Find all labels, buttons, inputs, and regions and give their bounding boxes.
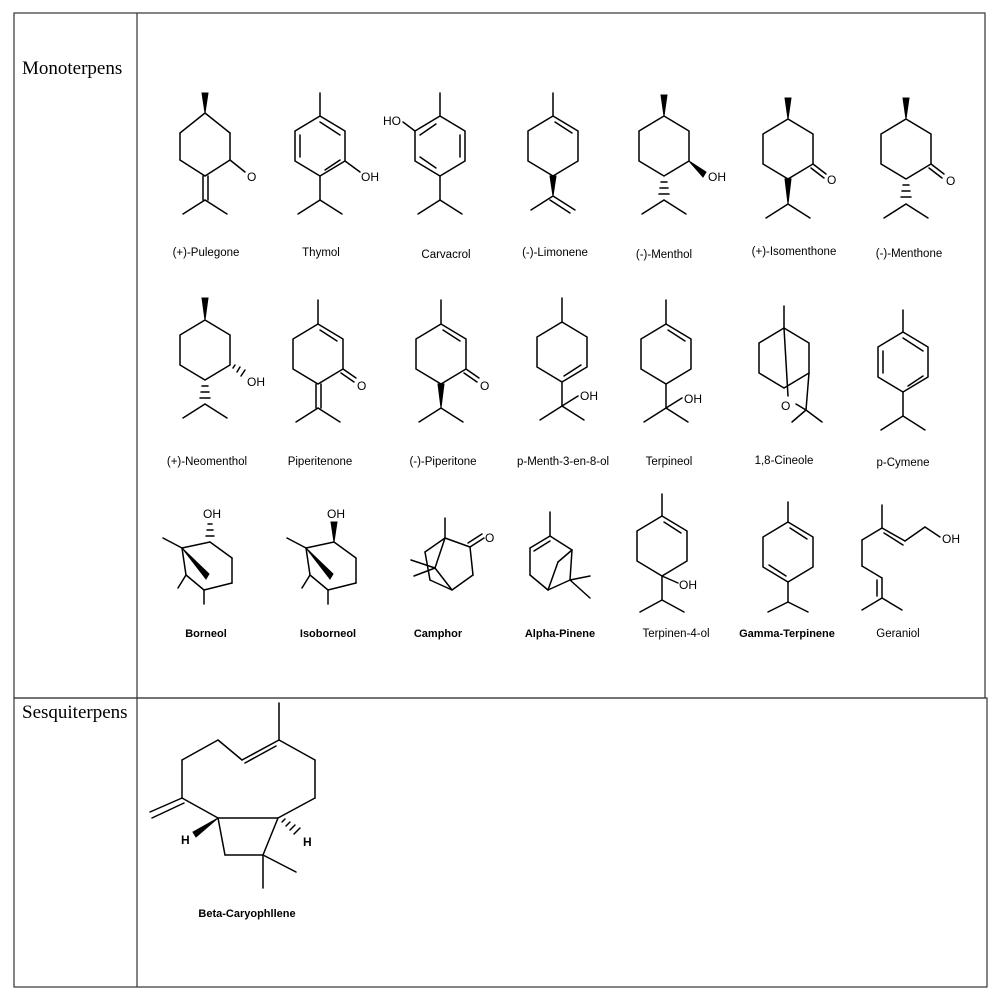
label-geraniol: Geraniol: [876, 628, 920, 640]
label-terpineol: Terpineol: [645, 456, 693, 468]
svg-text:OH: OH: [708, 170, 726, 184]
label-gammaterpinene: Gamma-Terpinene: [739, 628, 835, 640]
svg-text:OH: OH: [942, 532, 960, 546]
category-monoterpens: Monoterpens: [22, 58, 123, 79]
label-limonene: (-)-Limonene: [522, 247, 588, 259]
svg-text:OH: OH: [327, 507, 345, 521]
label-cymene: p-Cymene: [876, 457, 930, 469]
label-thymol: Thymol: [302, 247, 340, 259]
borneol-structure: OH: [162, 507, 233, 605]
label-pulegone: (+)-Pulegone: [172, 247, 240, 259]
label-isoborneol: Isoborneol: [299, 628, 357, 640]
svg-text:H: H: [303, 835, 312, 849]
svg-text:OH: OH: [361, 170, 379, 184]
cymene-structure: [877, 309, 929, 431]
thymol-structure: OH: [294, 92, 379, 215]
terpinen4ol-structure: OH: [636, 493, 697, 613]
isoborneol-structure: OH: [286, 507, 357, 605]
label-borneol: Borneol: [185, 628, 227, 640]
svg-text:O: O: [485, 531, 494, 545]
svg-text:H: H: [181, 833, 190, 847]
pmenthenol-structure: OH: [536, 297, 598, 421]
carvacrol-structure: HO: [383, 92, 466, 215]
label-menthol: (-)-Menthol: [635, 249, 693, 261]
neomenthol-structure: OH: [179, 297, 265, 419]
label-caryophyllene: Beta-Caryophllene: [198, 908, 296, 920]
category-sesquiterpens: Sesquiterpens: [22, 702, 128, 723]
label-terpinen4ol: Terpinen-4-ol: [642, 628, 710, 640]
cineole-structure: O: [758, 305, 823, 423]
menthone-structure: O: [880, 97, 955, 219]
svg-text:O: O: [247, 170, 256, 184]
label-pinene: Alpha-Pinene: [524, 628, 596, 640]
svg-text:OH: OH: [203, 507, 221, 521]
svg-text:O: O: [781, 399, 790, 413]
limonene-structure: [527, 92, 579, 214]
pinene-structure: [529, 511, 591, 599]
label-cineole: 1,8-Cineole: [754, 455, 814, 467]
svg-text:O: O: [480, 379, 489, 393]
label-camphor: Camphor: [413, 628, 463, 640]
svg-text:OH: OH: [684, 392, 702, 406]
camphor-structure: O: [410, 517, 494, 591]
svg-text:OH: OH: [580, 389, 598, 403]
label-menthone: (-)-Menthone: [875, 248, 943, 260]
piperitone-structure: O: [415, 299, 489, 423]
svg-text:O: O: [357, 379, 366, 393]
caryophyllene-structure: H H: [149, 702, 316, 889]
label-neomenthol: (+)-Neomenthol: [166, 456, 248, 468]
isomenthone-structure: O: [762, 97, 836, 219]
svg-text:HO: HO: [383, 114, 401, 128]
label-piperitenone: Piperitenone: [287, 456, 353, 468]
geraniol-structure: OH: [861, 504, 960, 611]
svg-text:O: O: [827, 173, 836, 187]
svg-text:O: O: [946, 174, 955, 188]
piperitenone-structure: O: [292, 299, 366, 423]
gammaterpinene-structure: [762, 501, 814, 613]
svg-text:OH: OH: [679, 578, 697, 592]
label-pmenthenol: p-Menth-3-en-8-ol: [516, 456, 610, 468]
menthol-structure: OH: [638, 94, 726, 215]
label-isomenthone: (+)-Isomenthone: [751, 246, 837, 258]
label-carvacrol: Carvacrol: [421, 249, 471, 261]
label-piperitone: (-)-Piperitone: [409, 456, 477, 468]
terpineol-structure: OH: [640, 299, 702, 423]
pulegone-structure: O: [179, 92, 256, 215]
svg-text:OH: OH: [247, 375, 265, 389]
